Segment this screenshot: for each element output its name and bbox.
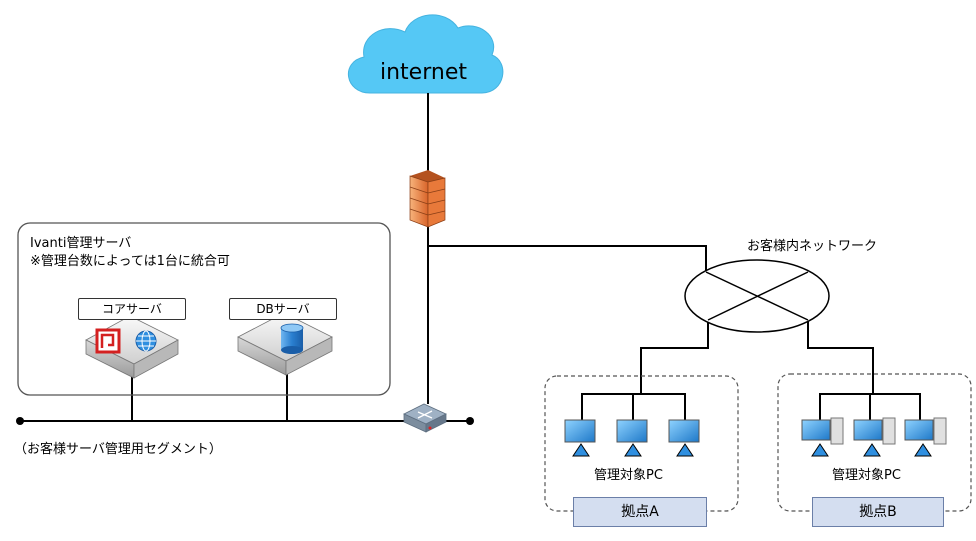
connection-lines <box>20 93 921 422</box>
segment-label: （お客様サーバ管理用セグメント） <box>14 442 222 457</box>
pc-icon <box>564 419 596 457</box>
segment-endpoint-right <box>466 417 474 425</box>
desktop-pc-icon <box>853 417 896 457</box>
desktop-pc-icon <box>904 417 947 457</box>
site-b-name: 拠点B <box>812 497 944 527</box>
server-group-note: ※管理台数によっては1台に統合可 <box>30 254 230 269</box>
router-icon <box>403 403 447 433</box>
site-a-name: 拠点A <box>573 497 707 527</box>
site-a-pc-label: 管理対象PC <box>594 468 663 483</box>
core-server-label: コアサーバ <box>78 298 186 320</box>
pc-icon <box>616 419 648 457</box>
server-group-title: Ivanti管理サーバ <box>30 236 132 251</box>
db-server-label: DBサーバ <box>229 298 337 320</box>
desktop-pc-icon <box>801 417 844 457</box>
core-server-icon <box>85 315 179 379</box>
site-b-frame <box>777 373 972 512</box>
segment-endpoint-left <box>16 417 24 425</box>
customer-network-label: お客様内ネットワーク <box>747 239 878 254</box>
cloud-icon <box>347 14 504 94</box>
site-a-frame <box>544 375 739 512</box>
firewall-icon <box>409 170 446 228</box>
server-group-frame <box>17 222 391 396</box>
site-b-pc-label: 管理対象PC <box>832 468 901 483</box>
db-server-icon <box>237 312 333 376</box>
cloud-label: internet <box>380 60 467 85</box>
pc-icon <box>668 419 700 457</box>
customer-network-icon <box>684 259 830 333</box>
